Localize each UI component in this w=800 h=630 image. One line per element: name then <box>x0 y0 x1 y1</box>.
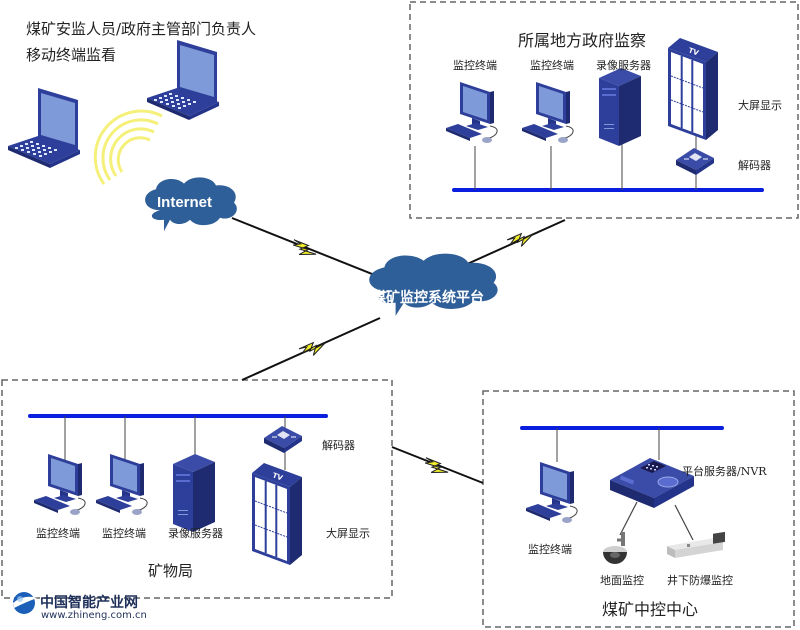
gov-recorder-label: 录像服务器 <box>596 59 651 72</box>
center-server-label: 平台服务器/NVR <box>682 465 767 478</box>
center-underground-cam-label: 井下防爆监控 <box>667 574 733 587</box>
wireless-link-icon <box>506 228 537 252</box>
center-terminal-label: 监控终端 <box>528 543 572 556</box>
center-zone-title: 煤矿中控中心 <box>602 600 699 619</box>
gov-bigscreen-label: 大屏显示 <box>738 99 782 112</box>
monitor-terminal-icon <box>95 453 148 516</box>
gov-decoder-label: 解码器 <box>738 159 771 172</box>
wifi-signal-icon <box>93 109 163 185</box>
watermark-globe-icon <box>13 592 37 614</box>
wireless-link-icon <box>298 337 329 361</box>
bureau-terminal1-label: 监控终端 <box>36 527 80 540</box>
mobile-viewers-note-line2: 移动终端监看 <box>26 46 117 64</box>
gov-terminal1-label: 监控终端 <box>453 59 497 72</box>
decoder-icon <box>263 425 303 454</box>
platform-cloud-label: 煤矿监控系统平台 <box>372 290 484 306</box>
explosion-proof-camera-icon <box>667 531 725 558</box>
bureau-zone-title: 矿物局 <box>148 562 194 580</box>
bureau-recorder-label: 录像服务器 <box>168 527 223 540</box>
center-ground-cam-label: 地面监控 <box>600 574 644 587</box>
gov-terminal2-label: 监控终端 <box>530 59 574 72</box>
bureau-bigscreen-label: 大屏显示 <box>326 527 370 540</box>
laptop-icon <box>8 88 80 168</box>
bureau-zone-frame <box>1 379 393 599</box>
mobile-viewers-note-line1: 煤矿安监人员/政府主管部门负责人 <box>26 20 257 38</box>
center-zone-frame <box>482 390 795 628</box>
internet-cloud-label: Internet <box>157 194 213 211</box>
gov-zone-title: 所属地方政府监察 <box>518 31 647 50</box>
watermark-name: 中国智能产业网 <box>40 595 138 611</box>
gov-zone-frame <box>409 1 799 219</box>
decoder-icon <box>675 147 715 176</box>
bureau-decoder-label: 解码器 <box>322 439 355 452</box>
monitor-terminal-icon <box>525 461 578 524</box>
internet-link <box>231 217 383 279</box>
video-wall-icon <box>667 37 719 141</box>
watermark-url: www.zhineng.com.cn <box>41 610 147 621</box>
monitor-terminal-icon <box>445 81 498 144</box>
monitor-terminal-icon <box>521 81 574 144</box>
monitor-terminal-icon <box>33 453 86 516</box>
recording-server-icon <box>599 68 641 146</box>
dome-camera-icon <box>601 530 629 566</box>
recording-server-icon <box>173 454 215 532</box>
laptop-icon <box>147 40 219 120</box>
bureau-terminal2-label: 监控终端 <box>102 527 146 540</box>
gov-link <box>464 219 566 266</box>
video-wall-icon <box>251 462 303 566</box>
